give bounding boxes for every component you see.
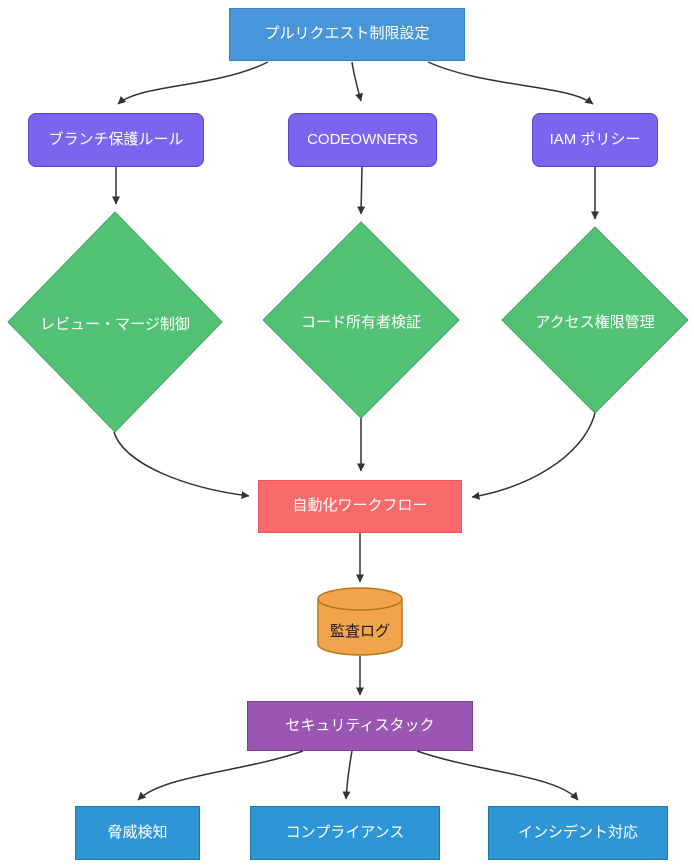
node-security-stack: セキュリティスタック [247, 701, 473, 751]
edge-security-stack-incident-response [416, 750, 579, 801]
node-codeowners: CODEOWNERS [288, 113, 437, 167]
node-iam-policy: IAM ポリシー [532, 113, 658, 167]
node-audit-log: 監査ログ [329, 623, 390, 640]
edge-root-iam-policy [427, 61, 594, 105]
edge-security-stack-compliance [342, 750, 353, 800]
diamond-review-merge-shape [7, 211, 223, 433]
node-automation: 自動化ワークフロー [258, 480, 462, 533]
node-access-control: アクセス権限管理 [535, 314, 655, 331]
node-incident-response: インシデント対応 [488, 806, 668, 860]
cylinder-audit-log-shape [317, 587, 403, 656]
edge-root-codeowners [351, 61, 363, 102]
edge-review-merge-automation [113, 431, 250, 500]
edge-root-branch-rules [117, 61, 269, 105]
node-branch-rules: ブランチ保護ルール [28, 113, 204, 167]
node-threat-detection: 脅威検知 [75, 806, 200, 860]
node-code-owner-verify: コード所有者検証 [300, 314, 421, 331]
node-root: プルリクエスト制限設定 [229, 8, 465, 61]
node-compliance: コンプライアンス [250, 806, 440, 860]
edge-access-control-automation [471, 412, 596, 500]
edge-codeowners-code-owner-verify [357, 166, 366, 215]
edge-security-stack-threat-detection [137, 750, 304, 801]
node-review-merge: レビュー・マージ制御 [40, 316, 190, 333]
